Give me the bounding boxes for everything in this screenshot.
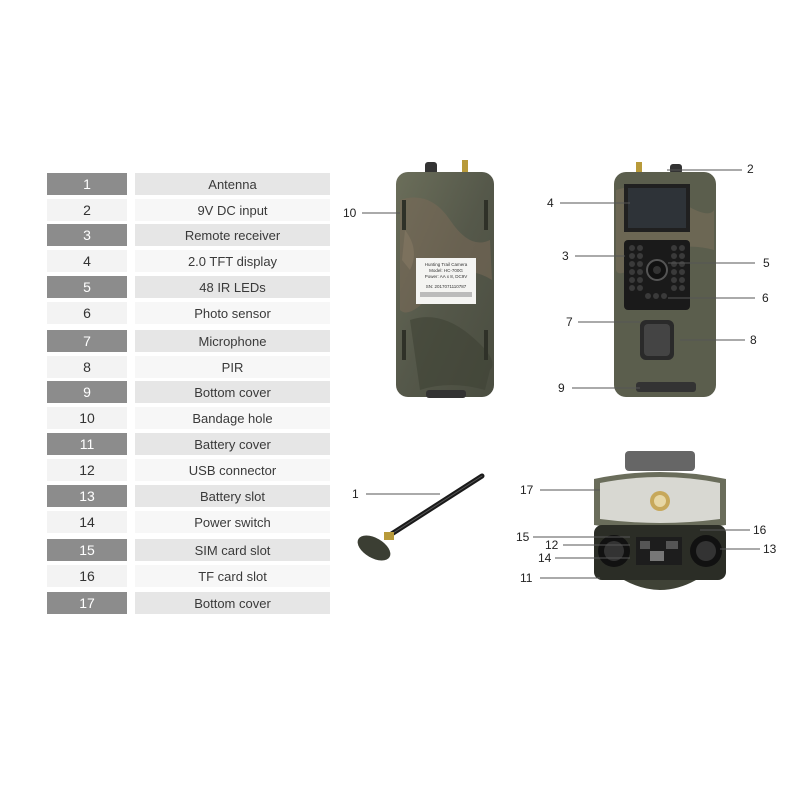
- legend-row: 17 Bottom cover: [47, 592, 330, 614]
- callout-10: 10: [343, 206, 357, 220]
- legend-row: 6 Photo sensor: [47, 302, 330, 324]
- legend-row: 1 Antenna: [47, 173, 330, 195]
- legend-number: 1: [47, 173, 127, 195]
- callout-3: 3: [562, 249, 569, 263]
- legend-row: 5 48 IR LEDs: [47, 276, 330, 298]
- legend-number: 5: [47, 276, 127, 298]
- legend-label: Battery cover: [135, 433, 330, 455]
- legend-number: 13: [47, 485, 127, 507]
- camera-back-view: Hunting Trail Camera Model: HC-700G Powe…: [396, 160, 494, 398]
- callout-5: 5: [763, 256, 770, 270]
- antenna-photo: [357, 473, 485, 561]
- callout-14: 14: [538, 551, 552, 565]
- legend-label: 48 IR LEDs: [135, 276, 330, 298]
- callout-13: 13: [763, 542, 777, 556]
- back-label-line1: Hunting Trail Camera: [425, 262, 468, 267]
- callout-6: 6: [762, 291, 769, 305]
- callout-9: 9: [558, 381, 565, 395]
- legend-label: USB connector: [135, 459, 330, 481]
- legend-number: 10: [47, 407, 127, 429]
- legend-label: Photo sensor: [135, 302, 330, 324]
- legend-row: 7 Microphone: [47, 330, 330, 352]
- legend-label: Microphone: [135, 330, 330, 352]
- legend-row: 14 Power switch: [47, 511, 330, 533]
- legend-number: 2: [47, 199, 127, 221]
- back-label-line2: Model: HC-700G: [429, 268, 463, 273]
- legend-number: 12: [47, 459, 127, 481]
- legend-row: 15 SIM card slot: [47, 539, 330, 561]
- legend-row: 13 Battery slot: [47, 485, 330, 507]
- legend-label: Bottom cover: [135, 381, 330, 403]
- legend-row: 16 TF card slot: [47, 565, 330, 587]
- back-label-line4: SN: 2017071110787: [426, 284, 467, 289]
- legend-label: Bandage hole: [135, 407, 330, 429]
- legend-label: Remote receiver: [135, 224, 330, 246]
- callout-16: 16: [753, 523, 767, 537]
- callout-8: 8: [750, 333, 757, 347]
- callout-2: 2: [747, 162, 754, 176]
- legend-label: Bottom cover: [135, 592, 330, 614]
- legend-number: 9: [47, 381, 127, 403]
- legend-number: 11: [47, 433, 127, 455]
- legend-number: 17: [47, 592, 127, 614]
- legend-number: 8: [47, 356, 127, 378]
- legend-number: 4: [47, 250, 127, 272]
- legend-row: 4 2.0 TFT display: [47, 250, 330, 272]
- callout-11: 11: [520, 571, 533, 585]
- legend-label: Battery slot: [135, 485, 330, 507]
- legend-row: 11 Battery cover: [47, 433, 330, 455]
- legend-label: Power switch: [135, 511, 330, 533]
- legend-row: 3 Remote receiver: [47, 224, 330, 246]
- legend-number: 16: [47, 565, 127, 587]
- legend-row: 9 Bottom cover: [47, 381, 330, 403]
- legend-label: SIM card slot: [135, 539, 330, 561]
- legend-label: PIR: [135, 356, 330, 378]
- callout-4: 4: [547, 196, 554, 210]
- legend-row: 12 USB connector: [47, 459, 330, 481]
- callout-7: 7: [566, 315, 573, 329]
- legend-label: Antenna: [135, 173, 330, 195]
- legend-row: 2 9V DC input: [47, 199, 330, 221]
- legend-number: 3: [47, 224, 127, 246]
- legend-label: 2.0 TFT display: [135, 250, 330, 272]
- camera-front-view: [614, 162, 716, 397]
- legend-number: 6: [47, 302, 127, 324]
- back-label-line3: Power: AA x 8, DC9V: [425, 274, 468, 279]
- legend-row: 10 Bandage hole: [47, 407, 330, 429]
- legend-number: 14: [47, 511, 127, 533]
- callout-1: 1: [352, 487, 359, 501]
- callout-17: 17: [520, 483, 534, 497]
- legend-row: 8 PIR: [47, 356, 330, 378]
- legend-label: TF card slot: [135, 565, 330, 587]
- callout-15: 15: [516, 530, 530, 544]
- legend-number: 7: [47, 330, 127, 352]
- legend-label: 9V DC input: [135, 199, 330, 221]
- legend-number: 15: [47, 539, 127, 561]
- camera-open-view: [594, 451, 726, 590]
- callout-12: 12: [545, 538, 559, 552]
